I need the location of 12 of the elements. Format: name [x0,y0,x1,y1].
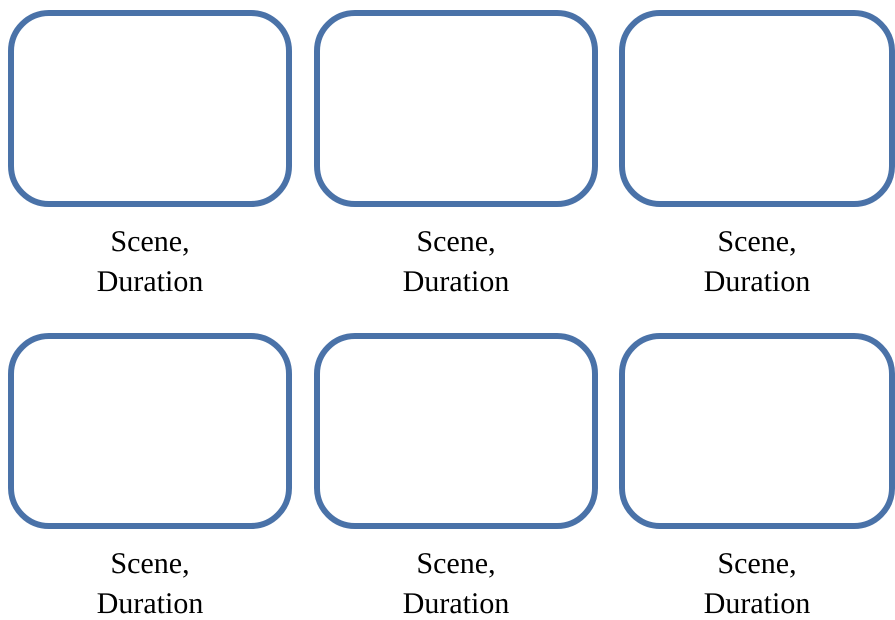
storyboard-frame [619,332,895,529]
caption-text: Scene, Duration [704,553,810,614]
storyboard-frame [314,332,598,529]
storyboard-frame [619,10,895,207]
caption-text: Scene, Duration [404,231,509,292]
storyboard-frame [8,10,292,207]
storyboard-frame [314,10,598,207]
storyboard-frame [8,332,292,529]
caption-text: Scene, Duration [404,553,509,614]
caption-text: Scene, Duration [98,231,203,292]
caption-text: Scene, Duration [98,553,203,614]
caption-text: Scene, Duration [704,231,810,292]
